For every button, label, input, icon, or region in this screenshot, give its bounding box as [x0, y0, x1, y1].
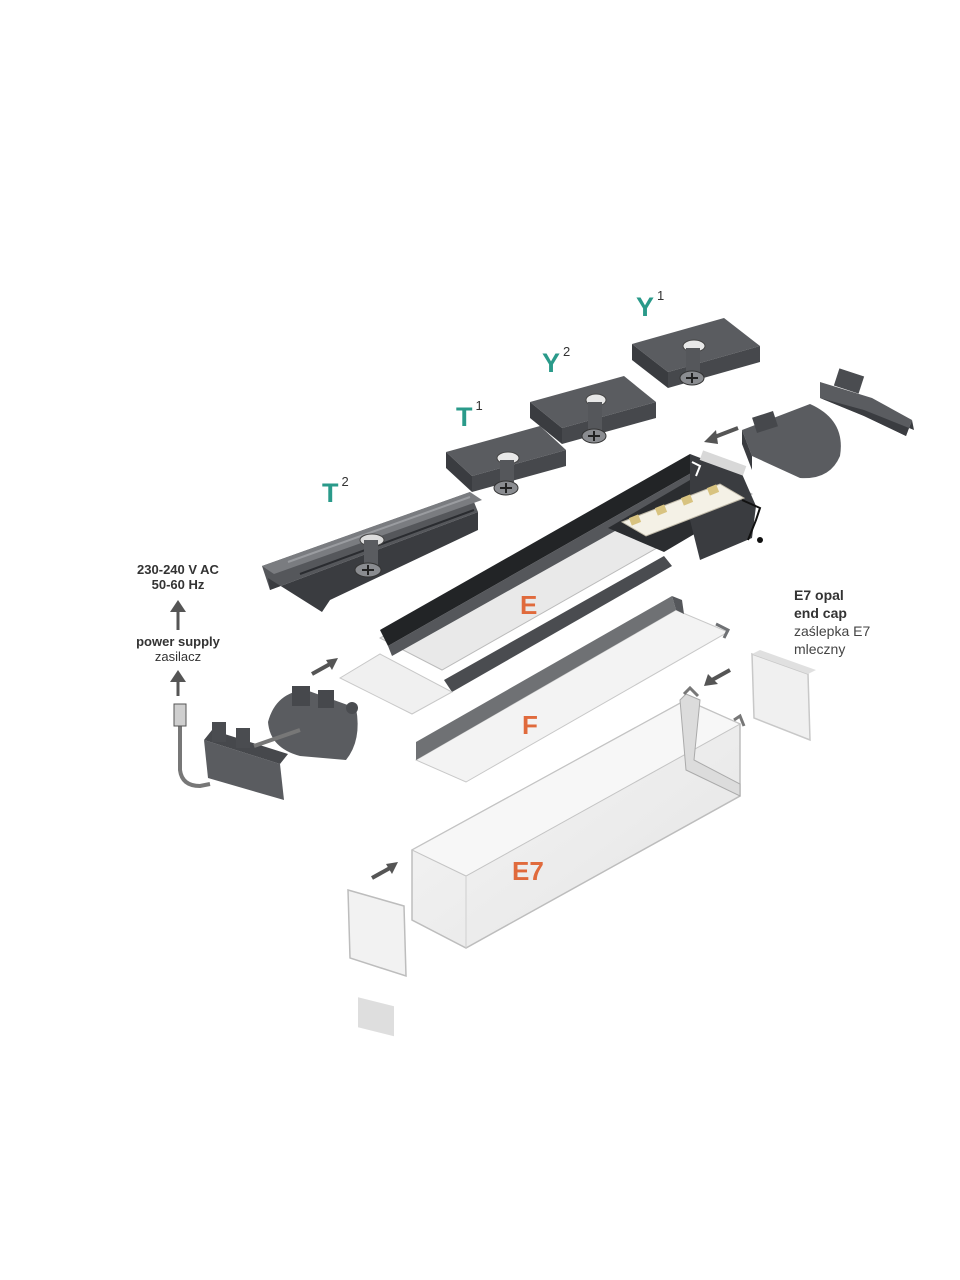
end-cap-left-power [268, 686, 358, 760]
power-connector [204, 722, 301, 800]
frequency-text: 50-60 Hz [151, 577, 205, 592]
label-e7: E7 [512, 856, 544, 886]
end-cap-line2: end cap [794, 605, 847, 621]
assembly-arrow-left-cap [371, 862, 398, 880]
label-e: E [520, 590, 538, 620]
power-supply-pl: zasilacz [154, 649, 202, 664]
power-supply-en: power supply [136, 634, 220, 649]
power-supply-label: power supply zasilacz [118, 634, 238, 664]
mounting-bracket-y2 [530, 376, 656, 444]
voltage-text: 230-240 V AC [137, 562, 219, 577]
end-cap-caption: E7 opal end cap zaślepka E7 mleczny [794, 586, 870, 658]
end-cap-right-top [742, 404, 841, 479]
arrow-up-power-supply [170, 600, 186, 630]
power-spec: 230-240 V AC 50-60 Hz [118, 562, 238, 592]
power-cable [173, 703, 211, 789]
end-cap-line4: mleczny [794, 641, 846, 657]
aluminium-profile [378, 450, 763, 671]
assembly-arrow-left-profile [311, 658, 338, 676]
mounting-bracket-y1 [632, 318, 760, 388]
arrow-up-connector [170, 670, 186, 696]
diffuser-f [414, 596, 731, 783]
assembly-arrow-top-right [704, 426, 739, 444]
end-cap-line1: E7 opal [794, 587, 844, 603]
label-f: F [522, 710, 538, 740]
mounting-bracket-t2 [262, 492, 482, 612]
mounting-bracket-t1 [446, 426, 566, 496]
profile-body-e7 [410, 685, 746, 949]
profile-rail-e [338, 556, 672, 715]
end-cap-e7-right [751, 650, 816, 742]
assembly-arrow-right-cap [704, 668, 731, 686]
end-cap-line3: zaślepka E7 [794, 623, 871, 639]
end-connector-right [820, 368, 914, 436]
end-cap-e7-left [347, 888, 407, 1037]
led-strip [620, 483, 746, 537]
